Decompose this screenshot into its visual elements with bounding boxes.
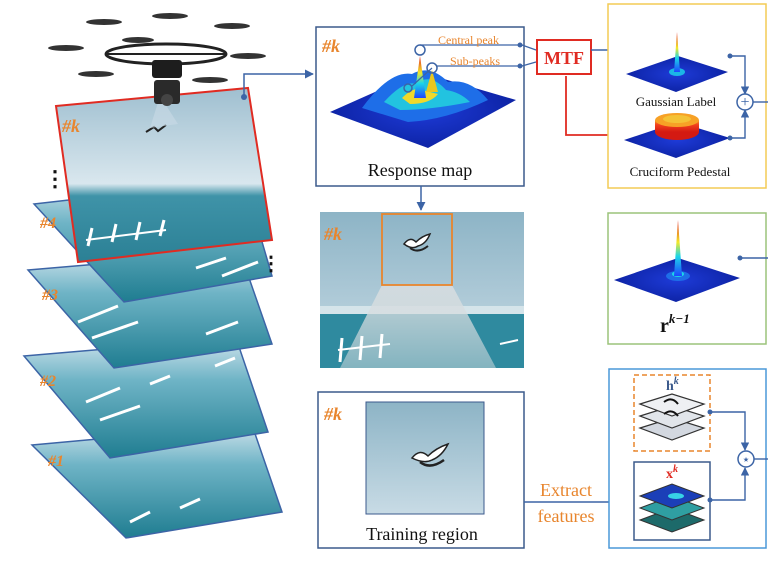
search-view-frame-label: #k <box>323 224 342 244</box>
arrow-frame-to-response <box>243 69 314 96</box>
gaussian-label: Gaussian Label <box>636 94 717 109</box>
sub-peaks-label: Sub-peaks <box>450 54 500 68</box>
training-caption: Training region <box>366 524 478 544</box>
add-operator-symbol: + <box>740 94 749 111</box>
frame-1: #1 <box>30 424 283 539</box>
label-panel: Gaussian Label Cruciform Pedestal + <box>607 3 768 189</box>
response-map-frame-label: #k <box>321 36 340 56</box>
h-superscript: k <box>674 376 679 387</box>
frame-3-label: #3 <box>41 287 58 304</box>
previous-response-symbol: rk−1 <box>660 311 690 337</box>
h-filter-stack <box>638 393 706 441</box>
features-label: features <box>538 506 595 526</box>
frame-2-label: #2 <box>39 373 56 390</box>
training-region-box: #k Training region <box>317 391 525 549</box>
h-filter-label: hk <box>666 376 679 394</box>
frame-ellipsis: ⋮ <box>261 253 281 275</box>
frame-current-label: #k <box>61 116 80 136</box>
frame-1-label: #1 <box>47 453 64 470</box>
search-view-image: #k <box>320 212 524 368</box>
previous-response-r: r <box>660 315 669 337</box>
mtf-label: MTF <box>544 48 584 68</box>
frame-current: #k <box>54 86 274 264</box>
cruciform-pedestal-label: Cruciform Pedestal <box>630 164 731 179</box>
target-box <box>381 213 453 286</box>
cruciform-pedestal-plot <box>624 113 730 158</box>
x-filter-label: xk <box>666 464 678 482</box>
previous-response-panel: rk−1 <box>607 212 768 345</box>
x-superscript: k <box>673 464 678 475</box>
response-map-box: #k Central peak Sub-peaks Response map <box>315 26 525 187</box>
h-symbol: h <box>666 379 674 394</box>
frame-2: #2 <box>22 337 269 459</box>
previous-response-superscript: k−1 <box>669 311 690 326</box>
filter-panel: hk xk ⋆ <box>608 368 768 549</box>
x-symbol: x <box>666 467 673 482</box>
central-peak-label: Central peak <box>438 33 499 47</box>
gaussian-label-plot <box>626 32 728 92</box>
frame-4-label: #4 <box>39 215 56 232</box>
x-feature-stack <box>638 483 706 533</box>
mtf-block: MTF <box>521 39 622 141</box>
correlation-operator-symbol: ⋆ <box>742 453 751 468</box>
training-frame-label: #k <box>323 404 342 424</box>
response-map-caption: Response map <box>368 160 472 180</box>
drone-icon <box>48 13 266 128</box>
extract-label: Extract <box>540 480 592 500</box>
frame-stack: #1 #2 #3 #4 <box>22 13 283 539</box>
stack-ellipsis: ⋮ <box>44 166 66 191</box>
